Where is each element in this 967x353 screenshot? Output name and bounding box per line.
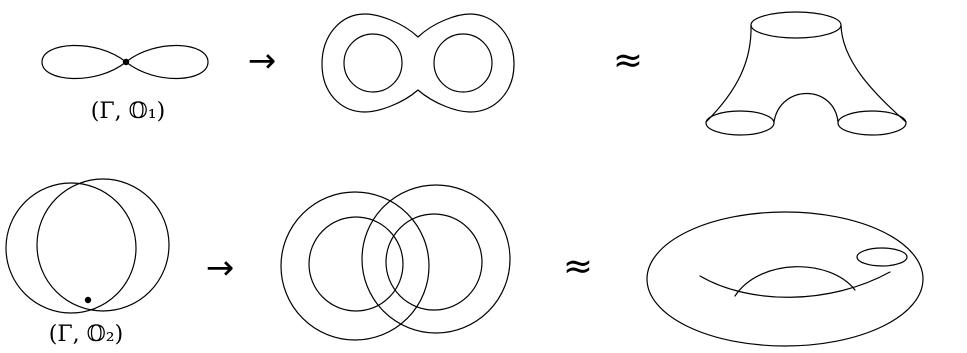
ribbon-outer-boundary	[322, 14, 514, 112]
graph-circle-right	[37, 179, 169, 311]
ribbon-annulus-left-inner	[309, 217, 403, 311]
graph-label-o1: (Γ, 𝕆₁)	[91, 99, 165, 124]
graph-vertex	[123, 59, 129, 65]
approx-1: ≈	[613, 40, 643, 81]
two-circle-graph	[6, 179, 169, 313]
figure-eight-graph	[42, 45, 208, 78]
pants-right-side	[841, 25, 906, 122]
approx-2: ≈	[563, 246, 593, 287]
row-2: (Γ, 𝕆₂) → ≈	[6, 179, 923, 347]
pants-crotch	[774, 94, 838, 123]
graph-vertex	[85, 297, 91, 303]
pants-left-leg-boundary	[706, 111, 774, 135]
pants-left-side	[706, 25, 751, 122]
arrow-1: →	[248, 41, 277, 81]
torus-outline	[647, 212, 923, 346]
torus-puncture-boundary	[857, 248, 907, 266]
graph-circle-left	[6, 183, 136, 313]
right-loop	[126, 45, 208, 78]
arrow-2: →	[206, 248, 235, 288]
pants-waist-boundary	[751, 12, 841, 38]
ribbon-annulus-right-outer	[362, 185, 510, 333]
row-1: (Γ, 𝕆₁) → ≈	[42, 12, 906, 135]
ribbon-hole-right	[434, 34, 492, 92]
linked-ribbon-surface	[281, 185, 510, 340]
punctured-torus-surface	[647, 212, 923, 346]
ribbon-hole-left	[344, 34, 402, 92]
left-loop	[42, 45, 126, 78]
torus-hole-lower-edge	[700, 272, 890, 297]
ribbon-annulus-right-inner	[386, 214, 482, 310]
pair-of-pants-surface	[706, 12, 906, 135]
planar-ribbon-surface	[322, 14, 514, 112]
graph-label-o2: (Γ, 𝕆₂)	[49, 322, 123, 347]
pants-right-leg-boundary	[838, 111, 906, 135]
ribbon-annulus-left-outer	[281, 192, 429, 340]
